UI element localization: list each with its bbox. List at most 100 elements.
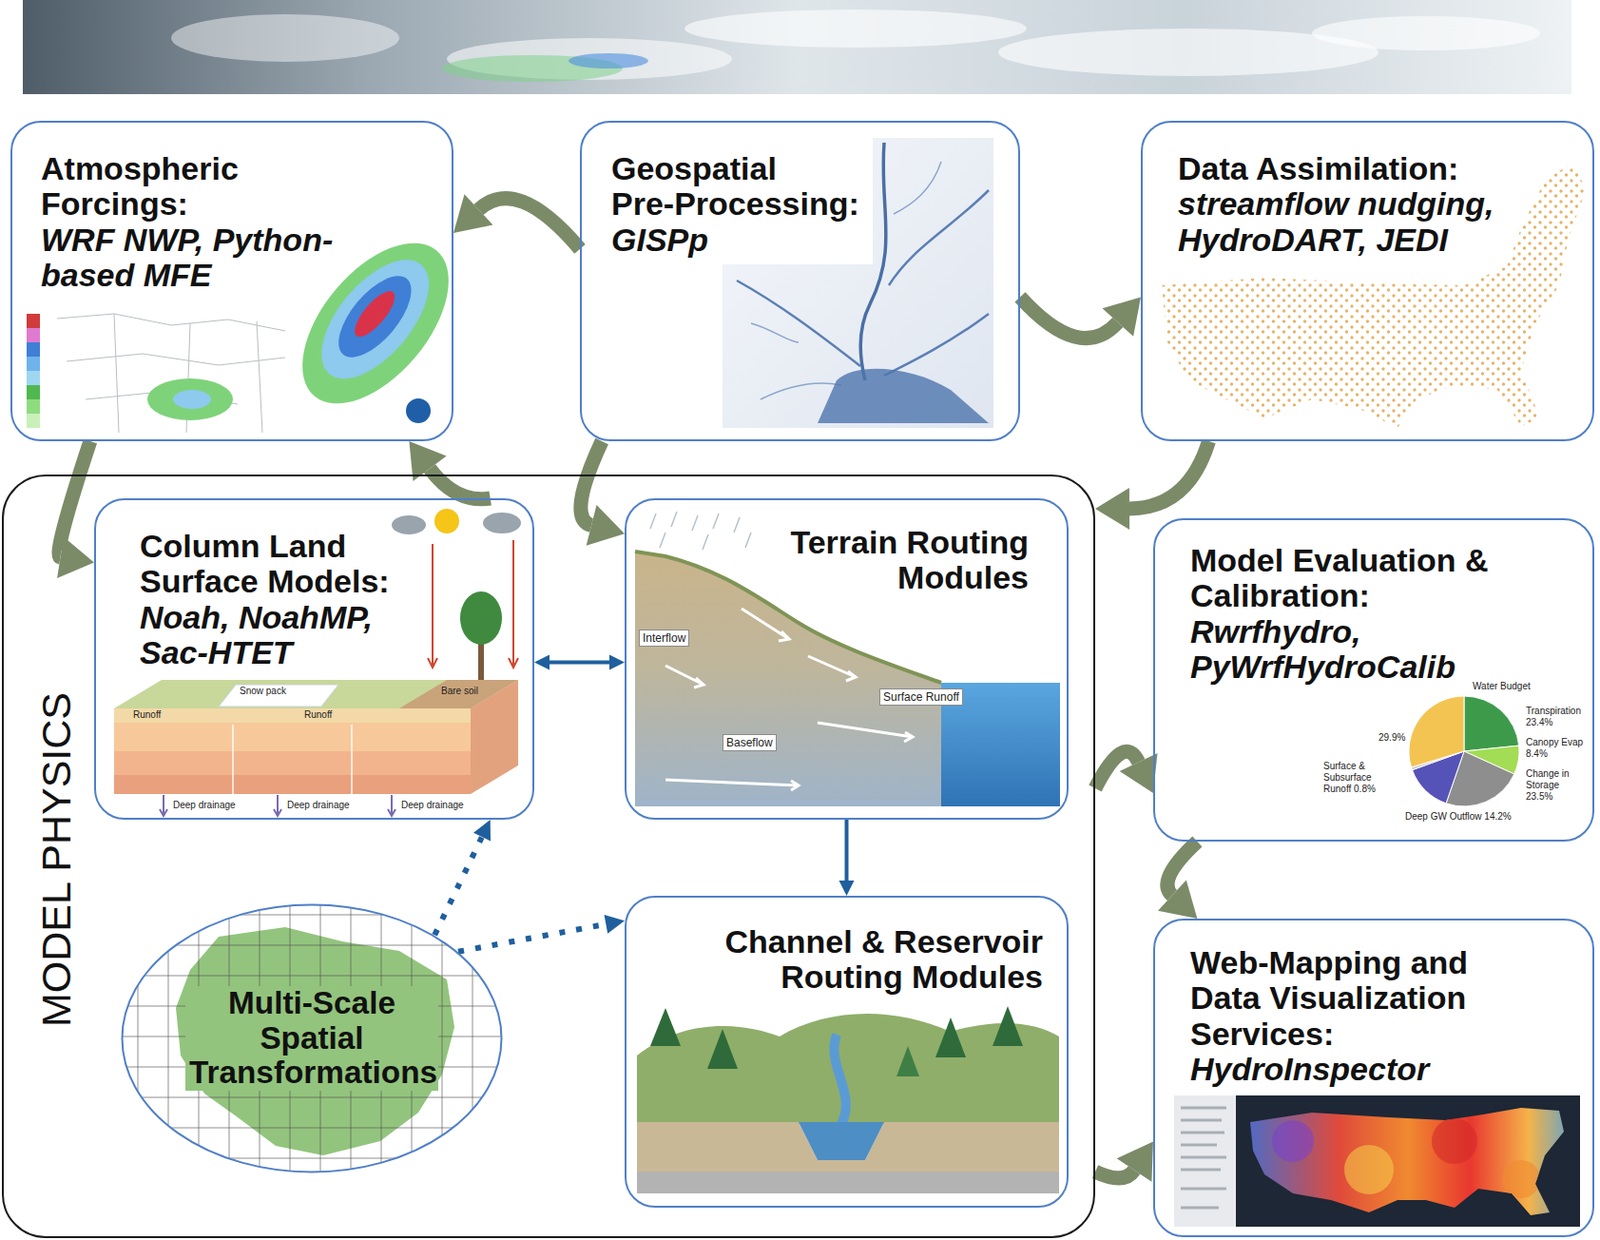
ellipse-outline bbox=[122, 905, 502, 1173]
heading-text: Channel & Reservoir Routing Modules bbox=[662, 924, 1043, 996]
soil-layer bbox=[114, 751, 471, 775]
precip-area bbox=[173, 389, 212, 409]
process-box: Geospatial Pre-Processing:GISPp bbox=[579, 120, 1021, 442]
rain bbox=[650, 511, 752, 550]
soil-side-face bbox=[470, 679, 519, 794]
soil-section bbox=[636, 1121, 1060, 1194]
river-line bbox=[860, 142, 887, 381]
tree bbox=[992, 1005, 1023, 1046]
illustration-label: Surface Runoff bbox=[879, 688, 964, 706]
arrow-head bbox=[453, 193, 493, 233]
text-holder: Multi-Scale Spatial Transformations bbox=[120, 903, 503, 1174]
arrow-head bbox=[1119, 752, 1158, 793]
label-holder: Interflow bbox=[638, 629, 690, 647]
sidebar-rows bbox=[1180, 1107, 1227, 1208]
agency-logo bbox=[404, 397, 432, 425]
heading-text: Web-Mapping and Data Visualization Servi… bbox=[1190, 944, 1514, 1052]
text-holder: Channel & Reservoir Routing Modules bbox=[662, 924, 1031, 996]
connector-arrow bbox=[1095, 751, 1158, 793]
heat-blob bbox=[1431, 1118, 1478, 1164]
body-text: Rwrfhydro, PyWrfHydroCalib bbox=[1190, 614, 1476, 686]
body-text: WRF NWP, Python-based MFE bbox=[40, 222, 355, 294]
heading-text: Column Land Surface Models: bbox=[139, 528, 425, 600]
connector-line bbox=[1020, 296, 1119, 338]
satellite-banner bbox=[22, 0, 1572, 95]
body-text: Noah, NoahMP, Sac-HTET bbox=[139, 599, 392, 672]
color-bar bbox=[26, 399, 40, 414]
precip-area bbox=[301, 241, 449, 398]
illustration-label: Interflow bbox=[638, 629, 690, 647]
snow-patch bbox=[218, 684, 339, 707]
hillslope-section bbox=[635, 551, 942, 807]
text-holder: Geospatial Pre-Processing:GISPp bbox=[611, 151, 989, 258]
tree bbox=[935, 1017, 966, 1058]
arrow-head bbox=[586, 504, 625, 546]
energy-flux bbox=[432, 539, 514, 666]
tree bbox=[707, 1028, 738, 1069]
connector-arrow bbox=[1095, 441, 1210, 530]
river-line bbox=[736, 280, 861, 367]
heading-text: Terrain Routing Modules bbox=[743, 524, 1029, 597]
heading-text: Atmospheric Forcings: bbox=[40, 151, 355, 223]
color-bar bbox=[26, 385, 40, 400]
bedrock bbox=[636, 1171, 1060, 1194]
lake bbox=[817, 368, 989, 424]
drainage-arrow bbox=[163, 794, 392, 814]
connector-arrow bbox=[1095, 1141, 1154, 1182]
illustration-label: Baseflow bbox=[722, 733, 777, 752]
label-holder: Deep drainage bbox=[171, 799, 238, 811]
precip-area bbox=[147, 378, 233, 421]
group-title: MODEL PHYSICS bbox=[36, 692, 78, 1027]
heading-text: Geospatial Pre-Processing: bbox=[611, 151, 897, 223]
illustration-label: Bare soil bbox=[439, 685, 481, 697]
illustration-label: Deep drainage bbox=[399, 799, 466, 811]
grid-cell-divider bbox=[232, 724, 352, 794]
text-holder: Data Assimilation:streamflow nudging, Hy… bbox=[1177, 151, 1558, 258]
channel-water bbox=[798, 1121, 885, 1160]
connector-line bbox=[434, 836, 482, 935]
process-box: Channel & Reservoir Routing Modules bbox=[624, 895, 1069, 1208]
land-top-face bbox=[114, 679, 519, 709]
connector-line bbox=[549, 659, 610, 664]
soil-layer bbox=[114, 722, 471, 752]
illustration-label: Runoff bbox=[302, 709, 334, 721]
text-holder: Atmospheric Forcings:WRF NWP, Python-bas… bbox=[40, 151, 424, 294]
tree bbox=[650, 1007, 681, 1046]
sun bbox=[434, 508, 460, 534]
text-holder: Model Evaluation & Calibration:Rwrfhydro… bbox=[1190, 542, 1558, 686]
precip-area bbox=[326, 264, 425, 370]
heading-text: Data Assimilation: bbox=[1177, 151, 1559, 187]
tree-crown bbox=[460, 591, 502, 645]
label-holder: Deep drainage bbox=[285, 799, 352, 811]
tree bbox=[896, 1045, 920, 1077]
flow-arrow bbox=[665, 608, 913, 786]
connector-arrow bbox=[408, 441, 490, 500]
label-holder: 29.9% bbox=[1376, 732, 1408, 744]
label-holder: Runoff bbox=[131, 709, 163, 721]
watershed-shape bbox=[175, 926, 455, 1156]
arrow-head bbox=[1117, 1141, 1154, 1182]
label-holder: Change in Storage 23.5% bbox=[1523, 768, 1589, 803]
illustration-label: Canopy Evap 8.4% bbox=[1523, 736, 1589, 760]
cloud bbox=[482, 512, 521, 534]
connector-arrow bbox=[534, 654, 625, 670]
text-holder: Web-Mapping and Data Visualization Servi… bbox=[1190, 944, 1558, 1088]
label-holder: Baseflow bbox=[722, 733, 777, 752]
label-holder: Snow pack bbox=[237, 685, 289, 697]
illustration-label: Runoff bbox=[131, 709, 163, 721]
connector-arrow bbox=[434, 819, 491, 935]
arrow-head bbox=[57, 536, 95, 579]
connector-line bbox=[1129, 441, 1210, 509]
illustration-label: Transpiration 23.4% bbox=[1523, 705, 1589, 729]
pie-slice bbox=[1464, 695, 1520, 752]
heading-text: Model Evaluation & Calibration: bbox=[1190, 542, 1533, 615]
connector-line bbox=[845, 819, 849, 881]
heat-map-fill bbox=[1235, 1102, 1581, 1222]
illustration-label: Surface & Subsurface Runoff 0.8% bbox=[1321, 760, 1402, 795]
color-bar bbox=[26, 413, 40, 428]
heading-text: Multi-Scale Spatial Transformations bbox=[185, 985, 439, 1091]
label-holder: Canopy Evap 8.4% bbox=[1523, 736, 1589, 760]
color-bar bbox=[26, 342, 40, 357]
connector-arrow bbox=[839, 819, 855, 896]
river-line bbox=[884, 313, 989, 376]
